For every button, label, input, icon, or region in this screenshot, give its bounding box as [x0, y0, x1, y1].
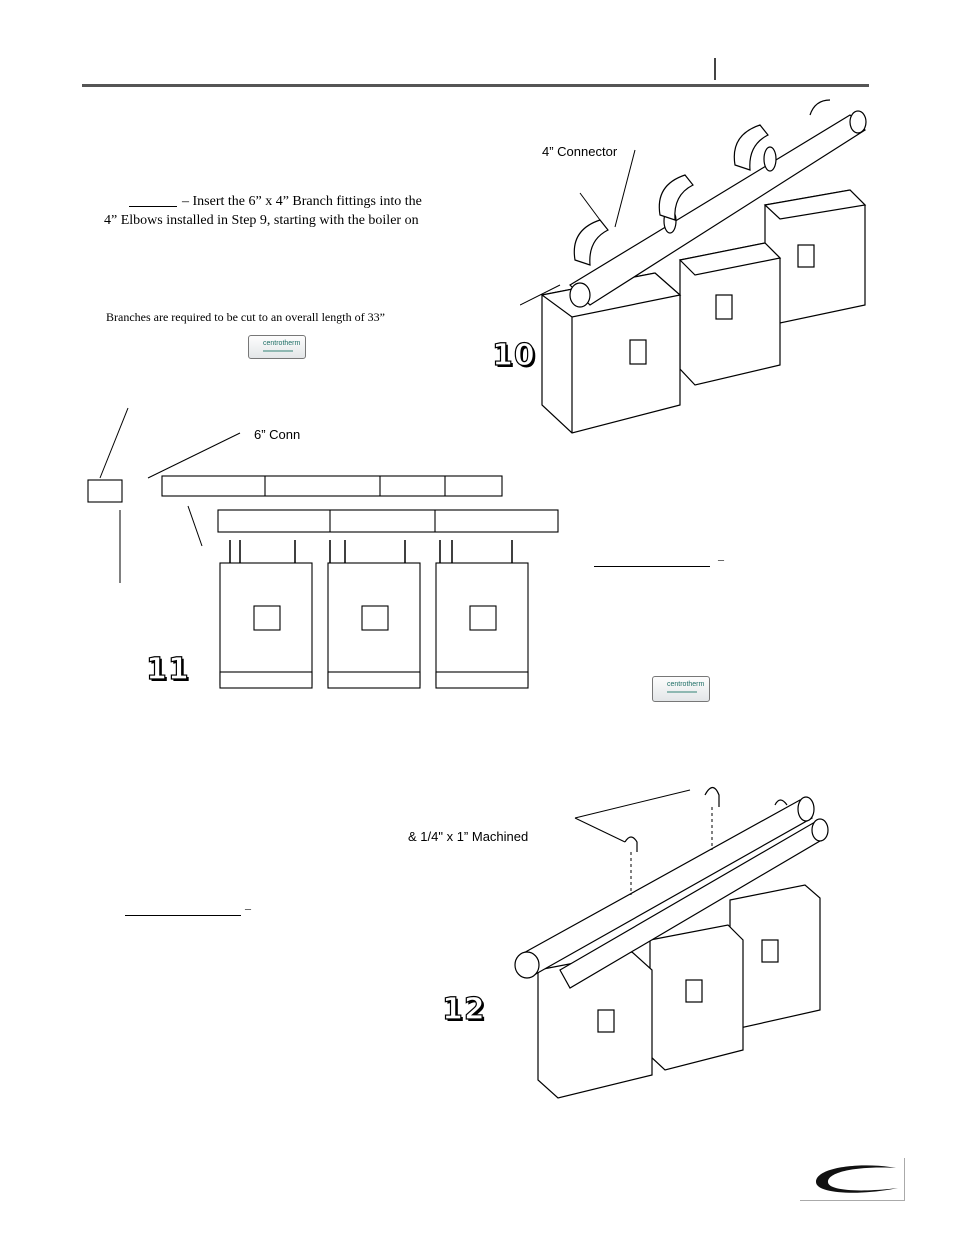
cement-tube-brand: centrotherm: [263, 340, 301, 347]
step11-number: 11: [145, 651, 190, 687]
cement-tube-image-2: centrotherm: [652, 676, 710, 702]
step10-text-line1: – Insert the 6” x 4” Branch fittings int…: [182, 194, 422, 209]
step11-illustration: [87, 407, 559, 689]
step12-machined-label: & 1/4" x 1” Machined: [408, 829, 529, 844]
step12-illustration: [514, 786, 829, 1099]
cement-tube-brand-2: centrotherm: [667, 681, 705, 688]
step10-illustration: [520, 99, 867, 434]
step11-connector-label: 6” Conn: [254, 427, 301, 442]
step10-note: Branches are required to be cut to an ov…: [106, 310, 385, 324]
step10-connector-label: 4” Connector: [542, 144, 618, 159]
step11-heading-blank: [594, 566, 710, 567]
step12-number: 12: [441, 991, 486, 1027]
cement-tube-stripe: [263, 350, 293, 352]
step11-dash: –: [718, 552, 724, 566]
header-divider-tick: [714, 58, 716, 80]
header-rule: [82, 84, 869, 87]
step10-number: 10: [491, 337, 536, 373]
footer-logo-frame: [800, 1158, 905, 1201]
step12-dash: –: [245, 901, 251, 915]
step10-text-line2: 4” Elbows installed in Step 9, starting …: [104, 213, 419, 228]
cement-tube-stripe-2: [667, 691, 697, 693]
step12-heading-blank: [125, 915, 241, 916]
cement-tube-image: centrotherm: [248, 335, 306, 359]
company-logo-icon: [816, 1165, 898, 1193]
step10-heading-blank: [129, 206, 177, 207]
